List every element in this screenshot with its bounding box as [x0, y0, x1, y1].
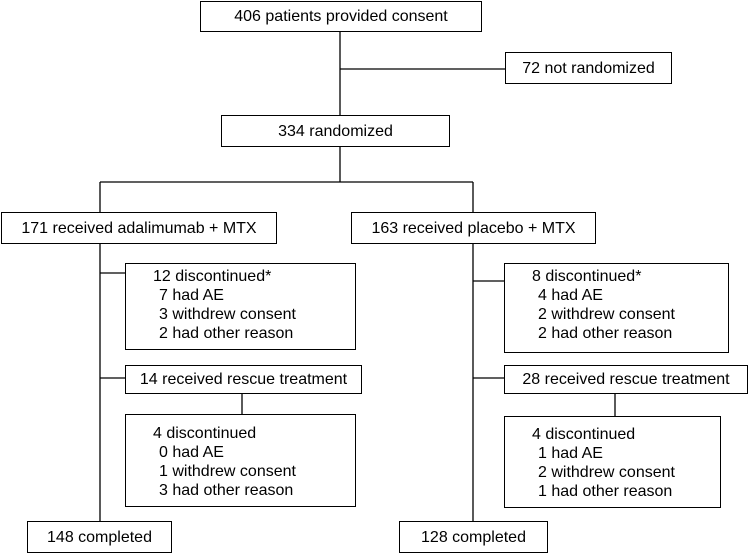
arm-right-discontinued-title: 8 discontinued* [532, 268, 642, 285]
arm-left-received-box: 171 received adalimumab + MTX [1, 212, 277, 244]
arm-left-rescue-text: 14 received rescue treatment [139, 371, 348, 388]
arm-left-completed-text: 148 completed [47, 528, 152, 546]
consent-text: 406 patients provided consent [234, 8, 448, 25]
arm-right-received-text: 163 received placebo + MTX [371, 219, 576, 237]
arm-left-discontinued2-line: 1 withdrew consent [159, 463, 296, 480]
arm-left-discontinued2-line: 3 had other reason [159, 482, 294, 499]
arm-left-discontinued2-line: 0 had AE [159, 444, 224, 461]
arm-right-discontinued-line: 2 withdrew consent [538, 306, 675, 323]
arm-left-discontinued-line: 2 had other reason [159, 325, 294, 342]
arm-right-rescue-text: 28 received rescue treatment [522, 371, 730, 388]
randomized-text: 334 randomized [278, 122, 393, 140]
arm-left-rescue-box: 14 received rescue treatment [125, 365, 362, 394]
arm-right-discontinued2-line: 1 had AE [538, 445, 603, 462]
arm-right-discontinued2-title: 4 discontinued [532, 426, 636, 443]
arm-left-completed-box: 148 completed [27, 521, 172, 553]
arm-left-discontinued-box: 12 discontinued* 7 had AE 3 withdrew con… [125, 263, 356, 350]
arm-left-discontinued2-title: 4 discontinued [153, 425, 257, 442]
arm-right-completed-box: 128 completed [399, 521, 548, 553]
arm-left-discontinued-line: 3 withdrew consent [159, 306, 296, 323]
arm-right-discontinued2-line: 1 had other reason [538, 483, 673, 500]
arm-right-discontinued2-box: 4 discontinued 1 had AE 2 withdrew conse… [504, 416, 721, 508]
arm-right-discontinued-box: 8 discontinued* 4 had AE 2 withdrew cons… [504, 263, 729, 353]
arm-right-rescue-box: 28 received rescue treatment [504, 365, 748, 394]
consent-box: 406 patients provided consent [200, 1, 482, 32]
arm-right-discontinued-line: 4 had AE [538, 287, 603, 304]
arm-left-discontinued-title: 12 discontinued* [153, 268, 272, 285]
not-randomized-box: 72 not randomized [505, 52, 672, 84]
arm-left-received-text: 171 received adalimumab + MTX [21, 219, 257, 237]
arm-right-completed-text: 128 completed [421, 528, 526, 546]
arm-right-discontinued-line: 2 had other reason [538, 325, 673, 342]
arm-left-discontinued-line: 7 had AE [159, 287, 224, 304]
arm-right-discontinued2-line: 2 withdrew consent [538, 464, 675, 481]
randomized-box: 334 randomized [221, 115, 450, 147]
arm-left-discontinued2-box: 4 discontinued 0 had AE 1 withdrew conse… [125, 414, 356, 507]
not-randomized-text: 72 not randomized [522, 59, 655, 77]
arm-right-received-box: 163 received placebo + MTX [351, 212, 596, 244]
